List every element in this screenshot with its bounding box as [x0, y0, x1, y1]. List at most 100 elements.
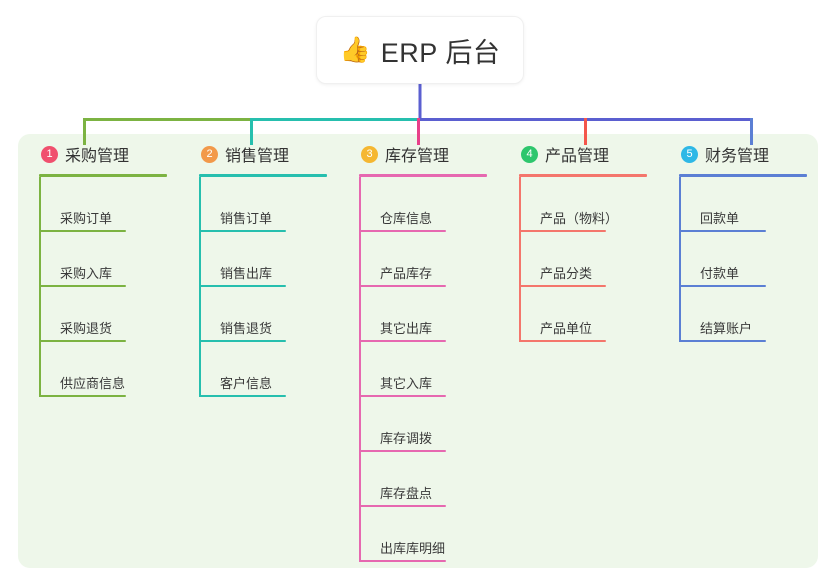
list-item[interactable]: 客户信息 [200, 342, 338, 397]
leaf-rule [360, 395, 446, 397]
leaf-list-2: 销售订单 销售出库 销售退货 客户信息 [199, 177, 338, 397]
leaf-rule [40, 340, 126, 342]
column-rule-1 [39, 174, 167, 177]
leaf-label: 库存调拨 [380, 431, 433, 446]
leaf-label: 产品单位 [540, 321, 593, 336]
leaf-rule [680, 230, 766, 232]
leaf-rule [200, 395, 286, 397]
list-item[interactable]: 其它出库 [360, 287, 498, 342]
leaf-rule [200, 230, 286, 232]
thumbs-up-icon: 👍 [339, 35, 371, 64]
column-rule-2 [199, 174, 327, 177]
leaf-label: 付款单 [700, 266, 740, 281]
column-rule-5 [679, 174, 807, 177]
list-item[interactable]: 销售订单 [200, 177, 338, 232]
column-header: 1 采购管理 [36, 134, 178, 174]
leaf-label: 产品（物料） [540, 211, 619, 226]
column-header: 3 库存管理 [356, 134, 498, 174]
list-item[interactable]: 产品（物料） [520, 177, 658, 232]
list-item[interactable]: 仓库信息 [360, 177, 498, 232]
column-rule-3 [359, 174, 487, 177]
leaf-rule [680, 285, 766, 287]
leaf-label: 产品分类 [540, 266, 593, 281]
list-item[interactable]: 出库库明细 [360, 507, 498, 562]
column-title-4: 产品管理 [545, 148, 610, 165]
column-badge-5: 5 [681, 145, 698, 163]
column-badge-2: 2 [201, 145, 218, 163]
leaf-rule [360, 505, 446, 507]
leaf-spine-5 [679, 177, 681, 342]
leaf-rule [200, 340, 286, 342]
leaf-label: 客户信息 [220, 376, 273, 391]
leaf-rule [680, 340, 766, 342]
list-item[interactable]: 采购退货 [40, 287, 178, 342]
column-sales: 2 销售管理 销售订单 销售出库 销售退货 客户信息 [178, 134, 338, 568]
leaf-label: 结算账户 [700, 321, 753, 336]
leaf-list-4: 产品（物料） 产品分类 产品单位 [519, 177, 658, 342]
content-panel [18, 134, 818, 568]
leaf-list-5: 回款单 付款单 结算账户 [679, 177, 818, 342]
leaf-label: 库存盘点 [380, 486, 433, 501]
leaf-rule [40, 395, 126, 397]
column-title-5: 财务管理 [705, 148, 770, 165]
column-badge-1: 1 [41, 145, 58, 163]
leaf-rule [360, 560, 446, 562]
list-item[interactable]: 供应商信息 [40, 342, 178, 397]
leaf-label: 产品库存 [380, 266, 433, 281]
column-procurement: 1 采购管理 采购订单 采购入库 采购退货 供应商信 [18, 134, 178, 568]
column-header: 2 销售管理 [196, 134, 338, 174]
list-item[interactable]: 产品单位 [520, 287, 658, 342]
list-item[interactable]: 产品分类 [520, 232, 658, 287]
list-item[interactable]: 销售退货 [200, 287, 338, 342]
column-title-2: 销售管理 [225, 148, 290, 165]
column-title-3: 库存管理 [385, 148, 450, 165]
list-item[interactable]: 回款单 [680, 177, 818, 232]
leaf-label: 采购订单 [60, 211, 113, 226]
leaf-label: 供应商信息 [60, 376, 126, 391]
column-badge-4: 4 [521, 145, 538, 163]
leaf-rule [520, 285, 606, 287]
list-item[interactable]: 付款单 [680, 232, 818, 287]
leaf-rule [360, 340, 446, 342]
list-item[interactable]: 其它入库 [360, 342, 498, 397]
column-title-1: 采购管理 [65, 148, 130, 165]
leaf-label: 采购入库 [60, 266, 113, 281]
list-item[interactable]: 采购入库 [40, 232, 178, 287]
leaf-list-3: 仓库信息 产品库存 其它出库 其它入库 库存调拨 [359, 177, 498, 562]
leaf-label: 出库库明细 [380, 541, 446, 556]
leaf-rule [200, 285, 286, 287]
column-header: 4 产品管理 [516, 134, 658, 174]
column-finance: 5 财务管理 回款单 付款单 结算账户 [658, 134, 818, 568]
column-product: 4 产品管理 产品（物料） 产品分类 产品单位 [498, 134, 658, 568]
leaf-rule [360, 450, 446, 452]
list-item[interactable]: 结算账户 [680, 287, 818, 342]
leaf-label: 销售出库 [220, 266, 273, 281]
leaf-label: 其它入库 [380, 376, 433, 391]
list-item[interactable]: 产品库存 [360, 232, 498, 287]
list-item[interactable]: 销售出库 [200, 232, 338, 287]
list-item[interactable]: 库存调拨 [360, 397, 498, 452]
leaf-rule [520, 340, 606, 342]
leaf-spine-2 [199, 177, 201, 397]
column-header: 5 财务管理 [676, 134, 818, 174]
list-item[interactable]: 采购订单 [40, 177, 178, 232]
column-container: 1 采购管理 采购订单 采购入库 采购退货 供应商信 [18, 134, 818, 568]
column-inventory: 3 库存管理 仓库信息 产品库存 其它出库 其它入库 [338, 134, 498, 568]
leaf-rule [520, 230, 606, 232]
column-badge-3: 3 [361, 145, 378, 163]
leaf-label: 其它出库 [380, 321, 433, 336]
leaf-label: 回款单 [700, 211, 740, 226]
leaf-label: 采购退货 [60, 321, 113, 336]
leaf-list-1: 采购订单 采购入库 采购退货 供应商信息 [39, 177, 178, 397]
leaf-label: 销售退货 [220, 321, 273, 336]
list-item[interactable]: 库存盘点 [360, 452, 498, 507]
leaf-spine-3 [359, 177, 361, 562]
leaf-label: 仓库信息 [380, 211, 433, 226]
diagram-title-card: 👍 ERP 后台 [316, 16, 524, 84]
leaf-rule [360, 230, 446, 232]
leaf-spine-1 [39, 177, 41, 397]
leaf-label: 销售订单 [220, 211, 273, 226]
column-rule-4 [519, 174, 647, 177]
leaf-rule [40, 230, 126, 232]
leaf-rule [360, 285, 446, 287]
